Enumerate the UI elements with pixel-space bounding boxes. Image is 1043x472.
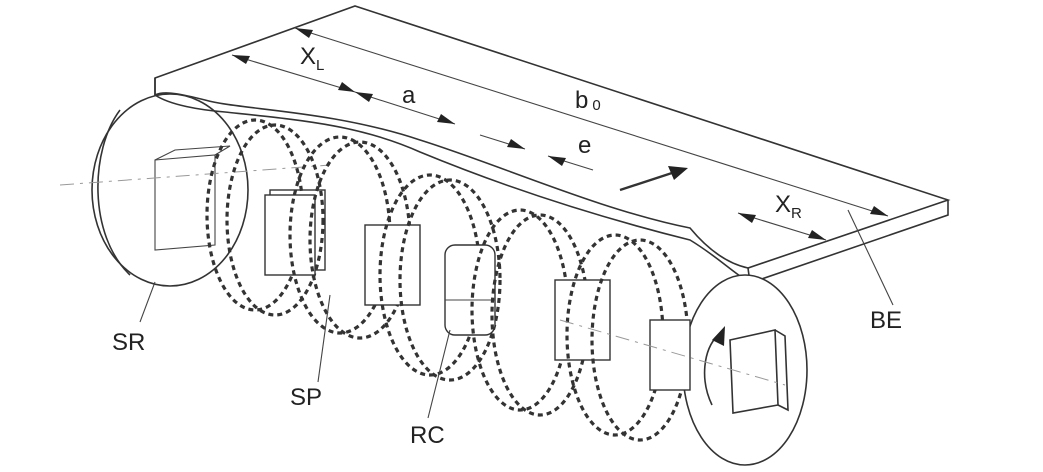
leader-be — [847, 209, 894, 306]
motion-direction-arrow — [619, 166, 688, 192]
label-rc: RC — [410, 422, 445, 449]
leader-sr — [139, 281, 156, 323]
dimension-b0 — [294, 27, 889, 217]
label-sp: SP — [290, 384, 322, 411]
label-xl: XL — [300, 43, 324, 74]
dimension-e — [479, 134, 594, 171]
label-be: BE — [870, 307, 902, 334]
dimension-xl — [231, 54, 356, 93]
right-roller — [559, 274, 808, 466]
label-xr: XR — [775, 191, 802, 222]
rotation-arrowhead — [712, 326, 725, 346]
leader-rc — [427, 329, 451, 419]
dimension-xr — [737, 212, 827, 241]
roller-chain-block — [444, 244, 496, 336]
label-e: e — [578, 132, 591, 159]
label-a: a — [402, 82, 416, 109]
dimension-a — [354, 91, 456, 125]
leader-sp — [317, 294, 331, 383]
label-sr: SR — [112, 329, 145, 356]
sprocket-3 — [364, 173, 502, 382]
